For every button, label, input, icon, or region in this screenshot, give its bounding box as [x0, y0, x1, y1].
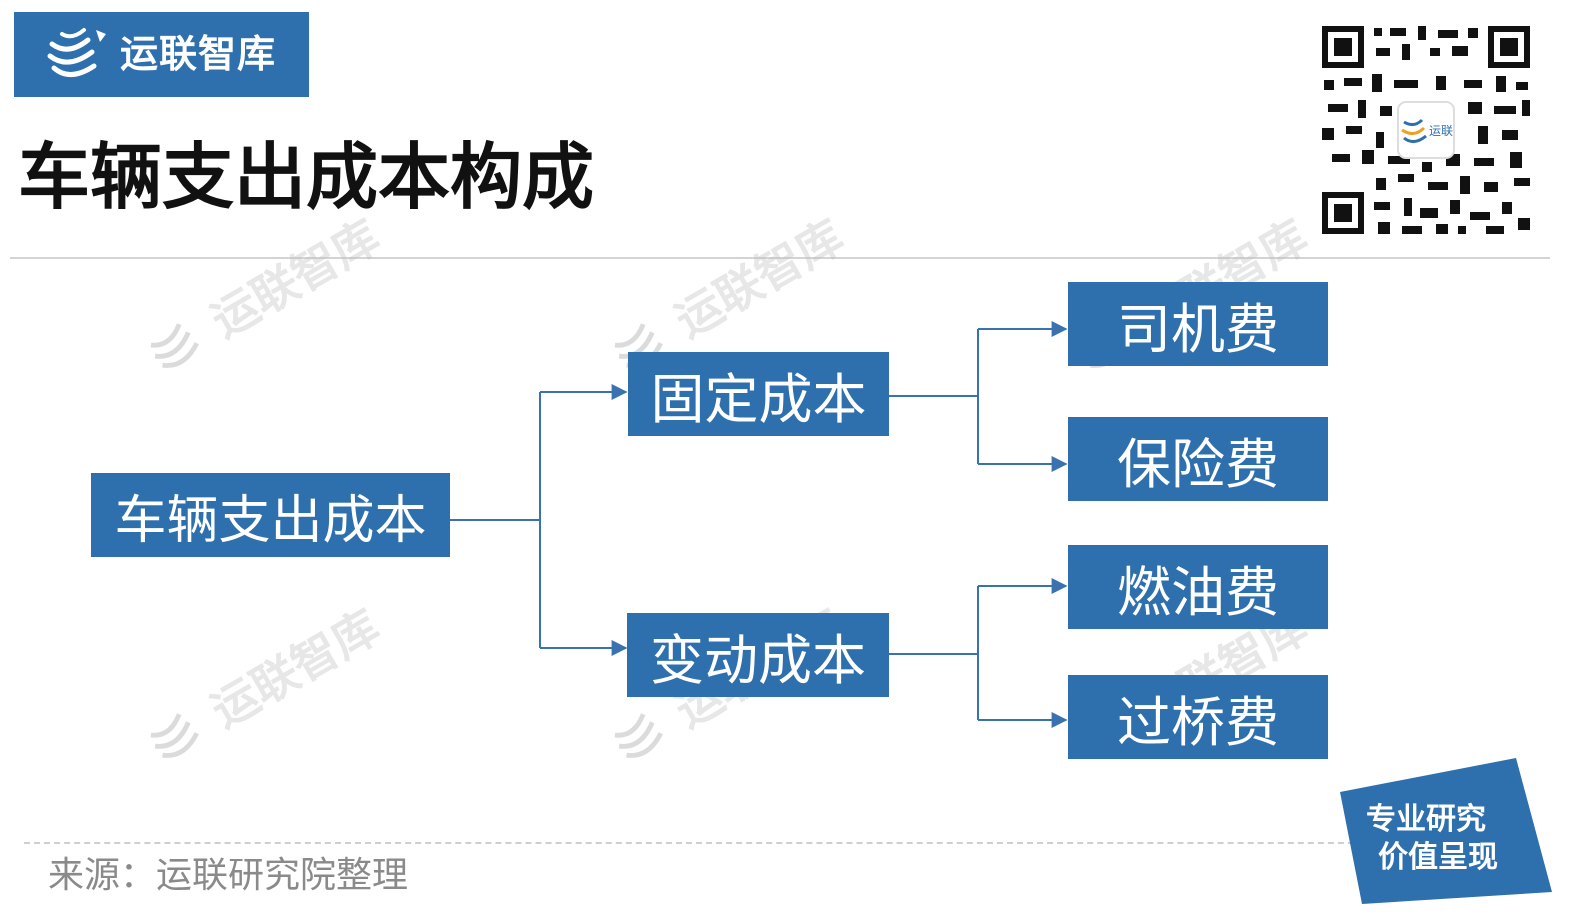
node-root: 车辆支出成本 — [91, 473, 450, 557]
slogan-badge — [1340, 758, 1552, 904]
qr-code: 运联 — [1318, 22, 1534, 238]
watermark-swirl-icon — [150, 713, 199, 758]
node-variable-cost: 变动成本 — [627, 613, 889, 697]
watermark: 运联智库 — [134, 201, 390, 387]
watermark-text: 运联智库 — [202, 209, 389, 348]
brand-swirl-icon — [47, 28, 106, 77]
node-insurance-fee: 保险费 — [1068, 417, 1328, 501]
brand-name: 运联智库 — [120, 32, 277, 76]
header-divider — [10, 257, 1550, 259]
watermark-text: 运联智库 — [202, 599, 389, 738]
watermark: 运联智库 — [134, 591, 390, 777]
source-note: 来源：运联研究院整理 — [48, 855, 409, 896]
brand-logo: 运联智库 — [14, 12, 309, 97]
slogan-line-1: 专业研究 — [1366, 802, 1486, 837]
node-fixed-cost: 固定成本 — [628, 352, 889, 436]
node-fuel-fee: 燃油费 — [1068, 545, 1328, 629]
watermark-swirl-icon — [150, 323, 199, 368]
page-title: 车辆支出成本构成 — [18, 135, 595, 219]
node-toll-fee: 过桥费 — [1068, 675, 1328, 759]
node-driver-fee: 司机费 — [1068, 282, 1328, 366]
qr-caption: 运联 — [1429, 124, 1453, 138]
watermark-swirl-icon — [614, 713, 663, 758]
footer-divider — [24, 842, 1364, 844]
slogan-line-2: 价值呈现 — [1378, 840, 1498, 875]
watermark-text: 运联智库 — [666, 209, 853, 348]
